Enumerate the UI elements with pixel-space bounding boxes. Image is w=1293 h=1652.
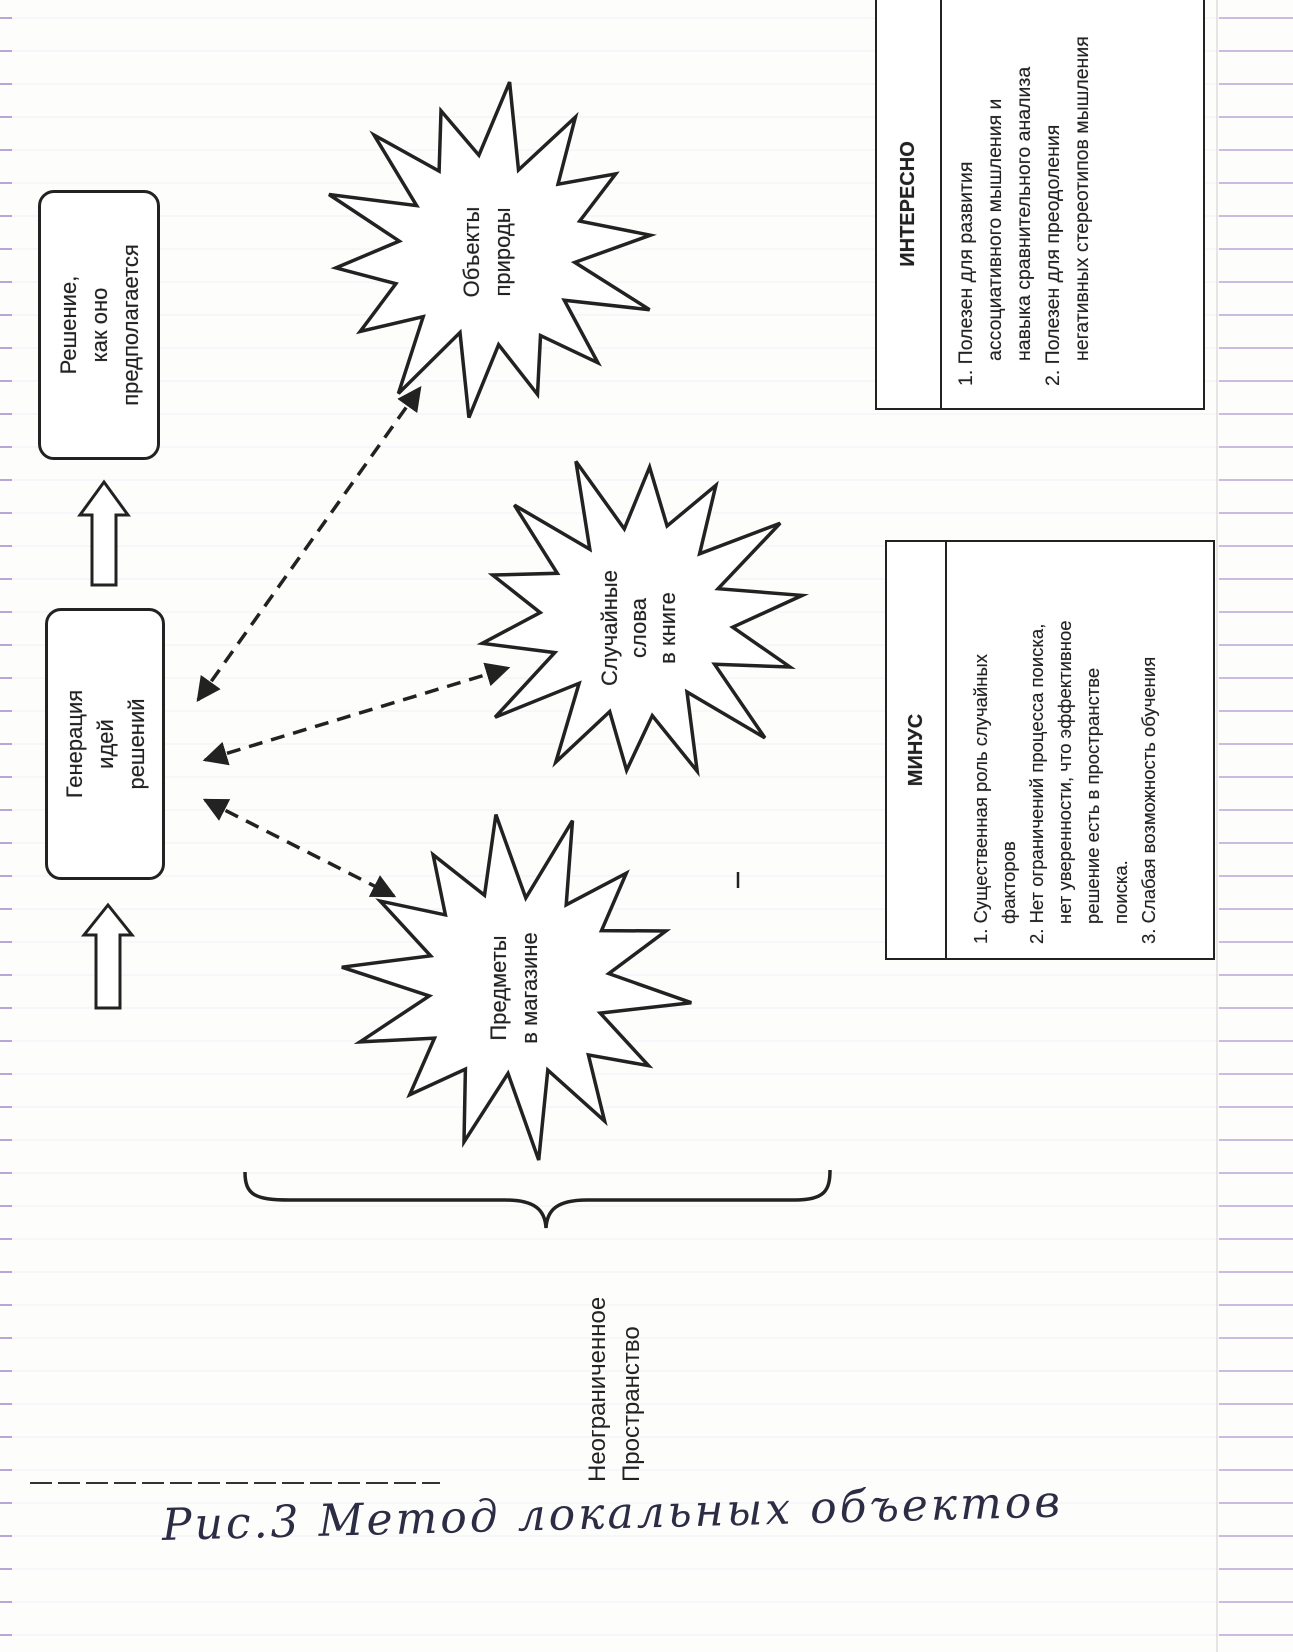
interesting-table-header: ИНТЕРЕСНО [877,0,942,408]
nature-line: Объекты [459,206,484,298]
nature-line: природы [490,207,515,297]
minus-table: МИНУС 1. Существенная роль случайных фак… [885,540,1215,960]
generation-box: Генерация идей решений [45,608,165,880]
minus-item-line: факторов [998,841,1019,924]
dashed-arrow-to-words [202,662,511,766]
generation-line: решений [123,698,149,790]
store-line: Предметы [486,935,511,1041]
random-words-label: Случайные слова в книге [588,543,688,713]
words-line: Случайные [596,570,622,686]
store-items-label: Предметы в магазине [479,903,549,1073]
minus-item-line: нет уверенности, что эффективное [1054,620,1075,924]
minus-item-line: 3. Слабая возможность обучения [1138,656,1159,944]
minus-item-line: 2. Нет ограничений процесса поиска, [1026,623,1047,944]
solution-box-label: Решение, как оно предполагается [41,193,157,457]
minus-table-frame: МИНУС 1. Существенная роль случайных фак… [885,540,1215,960]
interesting-table-frame: ИНТЕРЕСНО 1. Полезен для развития ассоци… [875,0,1205,410]
minus-item-line: 1. Существенная роль случайных [970,653,991,944]
space-line: Неограниченное [584,1296,611,1482]
generation-line: Генерация [61,689,87,799]
solution-line: Решение, [55,275,81,375]
dashed-arrow-to-nature [196,386,422,702]
words-line: слова [625,598,651,658]
nature-objects-label: Объекты природы [452,172,522,332]
store-line: в магазине [517,932,542,1044]
unlimited-space-label: Неограниченное Пространство [577,1262,653,1482]
words-line: в книге [654,592,680,664]
dashed-arrow-to-store [202,798,397,898]
space-line: Пространство [618,1326,645,1482]
minus-item-line: поиска. [1110,860,1131,924]
input-up-arrow-icon [80,902,136,1010]
interesting-item-line: ассоциативного мышления и [984,98,1006,361]
generation-line: идей [92,719,118,769]
curly-brace [243,1169,832,1229]
interesting-item-line: 2. Полезен для преодоления [1042,124,1064,386]
starburst-nature-objects [328,81,657,419]
interesting-item-line: 1. Полезен для развития [955,161,977,386]
minus-item-line: решение есть в пространстве [1082,667,1103,924]
minus-table-header: МИНУС [887,542,947,958]
solution-line: как оно [86,287,112,363]
solution-box: Решение, как оно предполагается [38,190,160,460]
interesting-table-body: 1. Полезен для развития ассоциативного м… [942,0,1097,408]
generation-box-label: Генерация идей решений [48,611,162,877]
starburst-store-items [341,814,692,1161]
starburst-random-words [476,460,810,778]
solution-line: предполагается [117,244,143,406]
interesting-item-line: навыка сравнительного анализа [1013,66,1035,361]
minus-table-body: 1. Существенная роль случайных факторов … [947,542,1163,958]
result-up-arrow-icon [77,479,131,587]
interesting-item-line: негативных стереотипов мышления [1071,36,1093,361]
interesting-table: ИНТЕРЕСНО 1. Полезен для развития ассоци… [875,0,1205,410]
